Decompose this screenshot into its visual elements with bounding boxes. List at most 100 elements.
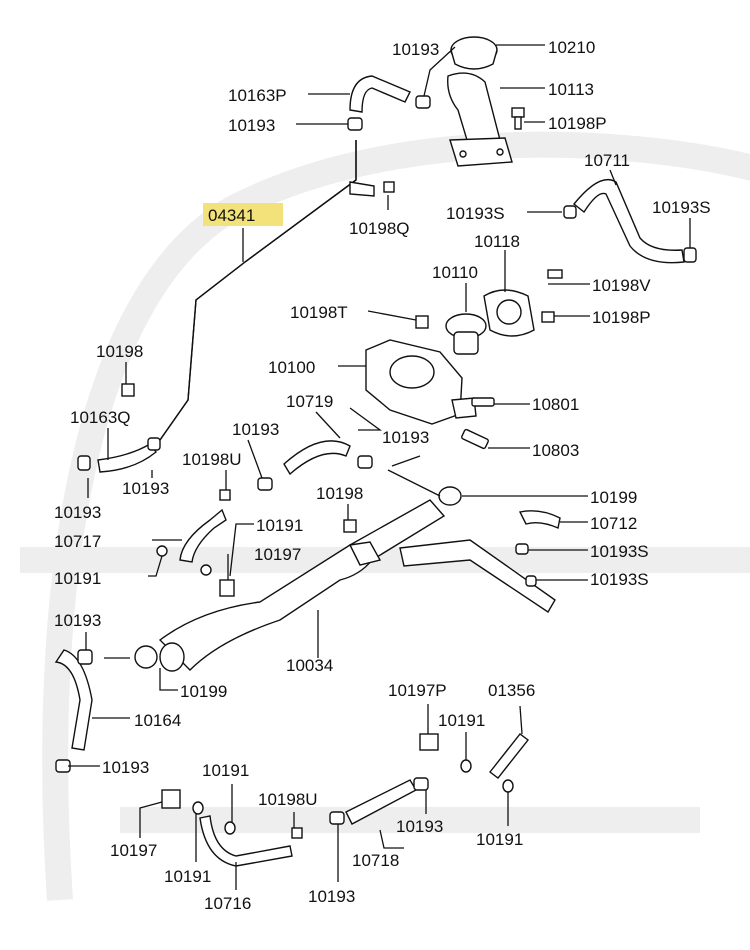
part-washer-10191-e[interactable] [460,759,472,773]
label-10163p[interactable]: 10163P [228,86,287,105]
label-10719[interactable]: 10719 [286,392,333,411]
label-10193[interactable]: 10193 [392,40,439,59]
part-cap-10210[interactable] [450,36,498,70]
part-clamp-10193s-right[interactable] [683,247,697,263]
part-clamp-10193-top2[interactable] [347,117,363,131]
part-hose-10163q[interactable] [97,443,157,473]
label-10716[interactable]: 10716 [204,894,251,913]
label-10711[interactable]: 10711 [584,151,630,170]
label-10193[interactable]: 10193 [308,887,355,906]
label-10198q[interactable]: 10198Q [349,219,410,238]
part-washer-10191-b[interactable] [200,564,212,576]
label-10198p[interactable]: 10198P [548,114,607,133]
part-bolt-10197-mid[interactable] [219,579,235,597]
part-fitting-01356[interactable] [489,733,529,779]
label-10193s[interactable]: 10193S [652,198,711,217]
part-washer-10191-a[interactable] [156,545,168,557]
part-bolt-10197p[interactable] [419,733,439,751]
part-clamp-10193-l2[interactable] [147,437,161,451]
part-bolt-10198v[interactable] [547,269,563,279]
label-10198p[interactable]: 10198P [592,308,651,327]
part-pipe-10716[interactable] [199,815,293,867]
part-bolt-10198-center[interactable] [343,519,357,533]
part-bolt-10198p-top[interactable] [511,107,525,130]
label-10191[interactable]: 10191 [438,711,485,730]
part-hose-10711[interactable] [573,178,685,264]
part-hose-10163p[interactable] [349,75,411,113]
label-10198u[interactable]: 10198U [182,450,242,469]
label-10717[interactable]: 10717 [54,532,101,551]
label-10193[interactable]: 10193 [54,503,101,522]
label-10193[interactable]: 10193 [102,758,149,777]
label-10164[interactable]: 10164 [134,711,181,730]
label-10193[interactable]: 10193 [382,428,429,447]
label-10193[interactable]: 10193 [232,420,279,439]
label-10193[interactable]: 10193 [228,116,275,135]
label-10199[interactable]: 10199 [590,488,637,507]
label-10198t[interactable]: 10198T [290,303,348,322]
label-01356[interactable]: 01356 [488,681,535,700]
label-10193s[interactable]: 10193S [590,570,649,589]
label-10191[interactable]: 10191 [202,761,249,780]
part-clamp-10193s-left[interactable] [563,205,577,219]
part-oring-10199-bottom[interactable] [134,645,158,669]
part-clamp-10193-b3[interactable] [413,777,429,791]
part-bolt-10198-left[interactable] [121,383,135,397]
label-10191[interactable]: 10191 [476,830,523,849]
part-pipe-10717[interactable] [179,508,227,563]
part-clamp-10193-lower[interactable] [77,649,93,665]
label-10197p[interactable]: 10197P [388,681,447,700]
part-hose-10712[interactable] [518,510,561,529]
label-10712[interactable]: 10712 [590,514,637,533]
part-clamp-10193s-c[interactable] [515,543,529,555]
part-clamp-10193-top[interactable] [415,95,431,109]
label-10198[interactable]: 10198 [96,342,143,361]
part-main-pipe-10034[interactable] [158,499,556,672]
label-10193[interactable]: 10193 [396,817,443,836]
label-04341[interactable]: 04341 [208,206,255,225]
part-bracket-10198q[interactable] [349,181,395,197]
label-10100[interactable]: 10100 [268,358,315,377]
label-10034[interactable]: 10034 [286,656,333,675]
label-10199[interactable]: 10199 [180,682,227,701]
part-clamp-10193s-d[interactable] [525,575,537,587]
part-clamp-10193-b2[interactable] [329,811,345,825]
label-10113[interactable]: 10113 [548,80,594,99]
label-10163q[interactable]: 10163Q [70,408,131,427]
label-10210[interactable]: 10210 [548,38,595,57]
label-10191[interactable]: 10191 [164,867,211,886]
part-bolt-10198p-mid[interactable] [541,311,555,323]
label-10198[interactable]: 10198 [316,484,363,503]
label-10718[interactable]: 10718 [352,851,399,870]
part-washer-10191-c[interactable] [192,801,204,815]
label-10193s[interactable]: 10193S [446,204,505,223]
part-clamp-10193-l1[interactable] [77,455,91,471]
part-washer-10191-f[interactable] [502,779,514,793]
label-10198v[interactable]: 10198V [592,276,651,295]
part-bolt-10198t[interactable] [415,315,429,329]
part-bolt-10197-bottom[interactable] [161,789,181,809]
label-10193[interactable]: 10193 [122,479,169,498]
part-water-outlet-10113[interactable] [447,72,513,167]
part-oring-10199-top[interactable] [438,486,462,506]
part-sensor-10803[interactable] [461,428,489,450]
label-10197[interactable]: 10197 [110,841,157,860]
part-washer-10191-d[interactable] [224,821,236,835]
part-clamp-10193-center[interactable] [357,455,373,469]
label-10197[interactable]: 10197 [254,545,301,564]
part-clamp-10193-bottom[interactable] [55,759,71,773]
part-thermostat-cover-10118[interactable] [483,289,535,337]
part-clamp-10193-mid[interactable] [257,477,273,491]
part-bolt-10198u-mid[interactable] [219,489,231,501]
part-sensor-10801[interactable] [471,397,495,407]
label-10803[interactable]: 10803 [532,441,579,460]
part-bolt-10198u-bottom[interactable] [291,827,303,839]
label-10191[interactable]: 10191 [256,516,303,535]
label-10193[interactable]: 10193 [54,611,101,630]
label-10801[interactable]: 10801 [532,395,579,414]
label-10193s[interactable]: 10193S [590,542,649,561]
part-thermostat-housing-10100[interactable] [365,339,477,425]
part-thermostat-10110[interactable] [445,313,487,355]
part-hose-10719[interactable] [283,440,351,476]
label-10198u[interactable]: 10198U [258,790,318,809]
